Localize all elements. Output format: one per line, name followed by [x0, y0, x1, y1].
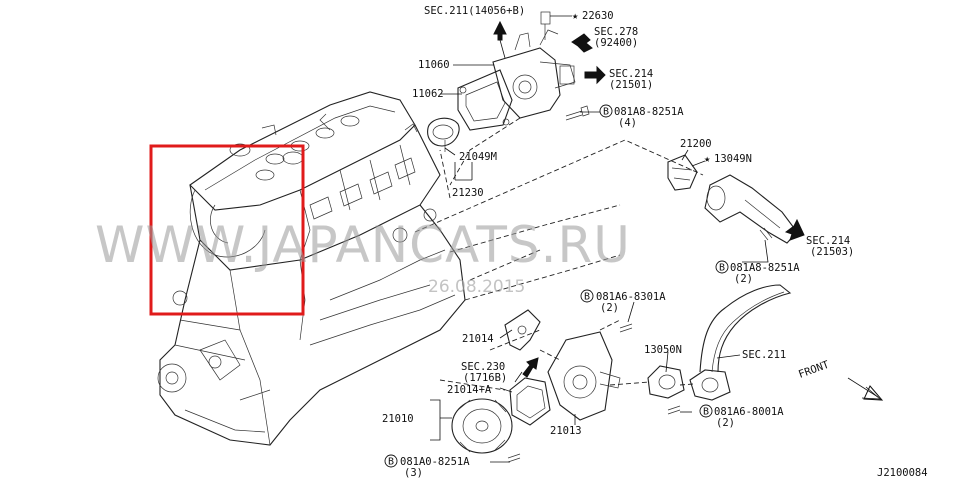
- bolt-b-icon: [384, 454, 398, 468]
- label-21049m: 21049M: [459, 151, 497, 163]
- label-11062: 11062: [412, 88, 444, 100]
- label-21200: 21200: [680, 138, 712, 150]
- leader-lines: [430, 15, 769, 463]
- arrow-sec230-icon: [522, 357, 539, 378]
- thermostat-21200: [667, 154, 698, 191]
- label-13050n: 13050N: [644, 344, 682, 356]
- label-bolt5: 081A0-8251A: [400, 456, 470, 468]
- label-21014: 21014: [462, 333, 494, 345]
- bolt-b-icon: [599, 104, 613, 118]
- watermark-date: 26.08.2015: [428, 277, 525, 297]
- label-bolt1: 081A8-8251A: [614, 106, 684, 118]
- part-labels: SEC.211(14056+B) ★ 22630 SEC.278 (92400)…: [382, 5, 928, 479]
- label-sec211-top: SEC.211(14056+B): [424, 5, 525, 17]
- arrow-sec211-icon: [493, 20, 507, 41]
- label-sec278: SEC.278: [594, 26, 638, 38]
- bolt-b-icon: [699, 404, 713, 418]
- label-21014a: 21014+A: [447, 384, 492, 396]
- label-sec230: SEC.230: [461, 361, 505, 373]
- guide-lines: [414, 117, 704, 391]
- label-sec211-mid: SEC.211: [742, 349, 786, 361]
- label-sec278-sub: (92400): [594, 37, 638, 49]
- label-front: FRONT: [797, 359, 831, 381]
- label-b-1: B: [603, 107, 609, 118]
- label-bolt2-qty: (2): [734, 273, 753, 285]
- water-pump-group: [451, 309, 681, 463]
- label-21013: 21013: [550, 425, 582, 437]
- label-bolt3: 081A6-8301A: [596, 291, 666, 303]
- label-21010: 21010: [382, 413, 414, 425]
- label-sec230-sub: (1716B): [463, 372, 507, 384]
- label-bolt2: 081A8-8251A: [730, 262, 800, 274]
- bolt-b-icon: [715, 260, 729, 274]
- label-bolt4-qty: (2): [716, 417, 735, 429]
- label-sec214-top-sub: (21501): [609, 79, 653, 91]
- label-b-5: B: [388, 457, 394, 468]
- label-b-3: B: [584, 292, 590, 303]
- label-b-4: B: [703, 407, 709, 418]
- water-outlet-group: [427, 11, 590, 152]
- gasket-13050n-and-pipe: [647, 284, 792, 401]
- label-sec214-top: SEC.214: [609, 68, 653, 80]
- label-bolt3-qty: (2): [600, 302, 619, 314]
- label-21230: 21230: [452, 187, 484, 199]
- label-sec214-mid-sub: (21503): [810, 246, 854, 258]
- water-inlet-pipe: [704, 174, 798, 244]
- label-bolt1-qty: (4): [618, 117, 637, 129]
- label-sec214-mid: SEC.214: [806, 235, 850, 247]
- sensor-22630: [540, 11, 551, 25]
- label-bolt5-qty: (3): [404, 467, 423, 479]
- label-13049n: 13049N: [714, 153, 752, 165]
- bolt-b-icon: [580, 289, 594, 303]
- watermark-text: WWW.JAPANCATS.RU: [95, 216, 631, 274]
- diagram-id: J2100084: [877, 467, 928, 479]
- label-11060: 11060: [418, 59, 450, 71]
- label-star-13049n: ★: [704, 153, 711, 165]
- front-arrow-icon: [863, 385, 884, 401]
- arrow-sec214-mid-icon: [784, 218, 805, 241]
- arrow-sec214-top-icon: [584, 65, 606, 85]
- label-star-22630: ★: [572, 10, 579, 22]
- section-arrows: [493, 20, 884, 401]
- label-bolt4: 081A6-8001A: [714, 406, 784, 418]
- label-22630: 22630: [582, 10, 614, 22]
- arrow-sec278-icon: [571, 33, 593, 53]
- highlight-frame: [149, 144, 305, 316]
- label-b-2: B: [719, 263, 725, 274]
